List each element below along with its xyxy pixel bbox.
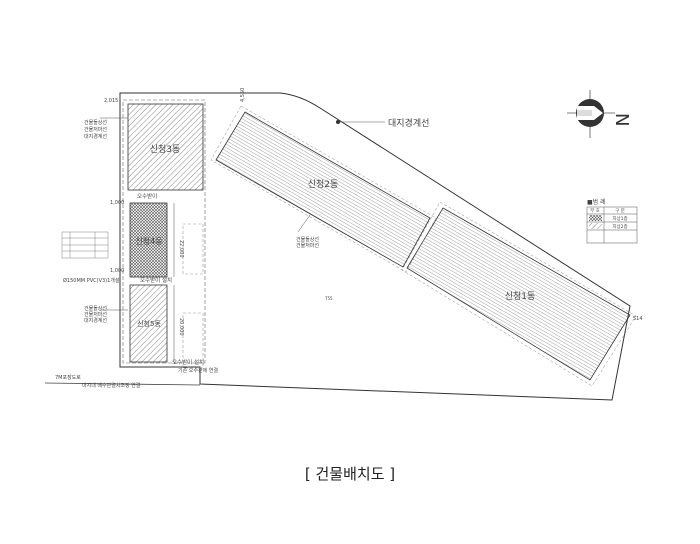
north-letter: N (611, 113, 632, 126)
note-eave-6: 대지경계선 (84, 317, 107, 324)
sewer-pit-label: 오수받이 (137, 192, 157, 200)
drawing-caption: [ 건물배치도 ] (304, 465, 396, 483)
north-arrow-icon: N (567, 90, 632, 138)
boundary-label: 대지경계선 (388, 117, 429, 129)
building-1 (406, 207, 631, 381)
building-3 (127, 103, 204, 191)
note-eave-8: 건물처마선 (296, 242, 319, 249)
dim-5: 20,000 (178, 318, 184, 336)
note-eave-7: 건물돌상선 (296, 236, 319, 243)
dim-3: 1,000 (110, 268, 124, 274)
legend: ■범 례 부 호 구 분 지상1층 지상2층 (586, 198, 638, 244)
existing-connect-label: 기존 오수관에 연결 (178, 367, 218, 374)
dim-7: 514 (633, 316, 643, 322)
legend-header-type: 구 분 (615, 208, 625, 214)
site-boundary-line (119, 92, 631, 401)
note-eave-1: 건물돌상선 (84, 119, 107, 126)
sewer-pit-install-label-2: 오수받이 설치 (172, 358, 204, 366)
dim-8: T55 (324, 296, 333, 301)
note-eave-5: 건물처마선 (84, 311, 107, 318)
dim-4: 22,000 (178, 240, 184, 258)
legend-row-1: 지상1층 (612, 215, 627, 222)
dim-1: 2,015 (104, 98, 118, 104)
building-4 (129, 202, 168, 278)
building-5-label: 신청5동 (137, 319, 161, 328)
note-eave-4: 건물돌상선 (84, 305, 107, 312)
area-table (61, 231, 109, 259)
building-1-label: 신청1동 (505, 291, 536, 302)
building-3-label: 신청3동 (150, 144, 181, 155)
building-5 (129, 284, 168, 363)
parking-stalls (182, 223, 204, 369)
legend-row-2: 지상2층 (612, 223, 627, 230)
building-2-label: 신청2동 (308, 179, 339, 190)
building-4-label: 신청4동 (135, 237, 162, 246)
drain-connect-label: 마지내 배수관렬치조정 연결 (82, 382, 141, 389)
pipe-label: Ø150MM PVC(V3)1개설 (63, 277, 120, 284)
legend-header-symbol: 부 호 (590, 208, 600, 214)
road-label: 7M포장도로 (55, 374, 81, 381)
note-eave-2: 건물처마선 (84, 126, 107, 133)
sewer-pit-install-label: 오수받이 설치 (140, 276, 172, 284)
legend-title: ■범 례 (587, 198, 606, 206)
building-2 (215, 111, 431, 268)
dim-6: 4,550 (240, 88, 246, 102)
dim-2: 1,000 (110, 200, 124, 206)
note-eave-3: 대지경계선 (84, 133, 107, 140)
